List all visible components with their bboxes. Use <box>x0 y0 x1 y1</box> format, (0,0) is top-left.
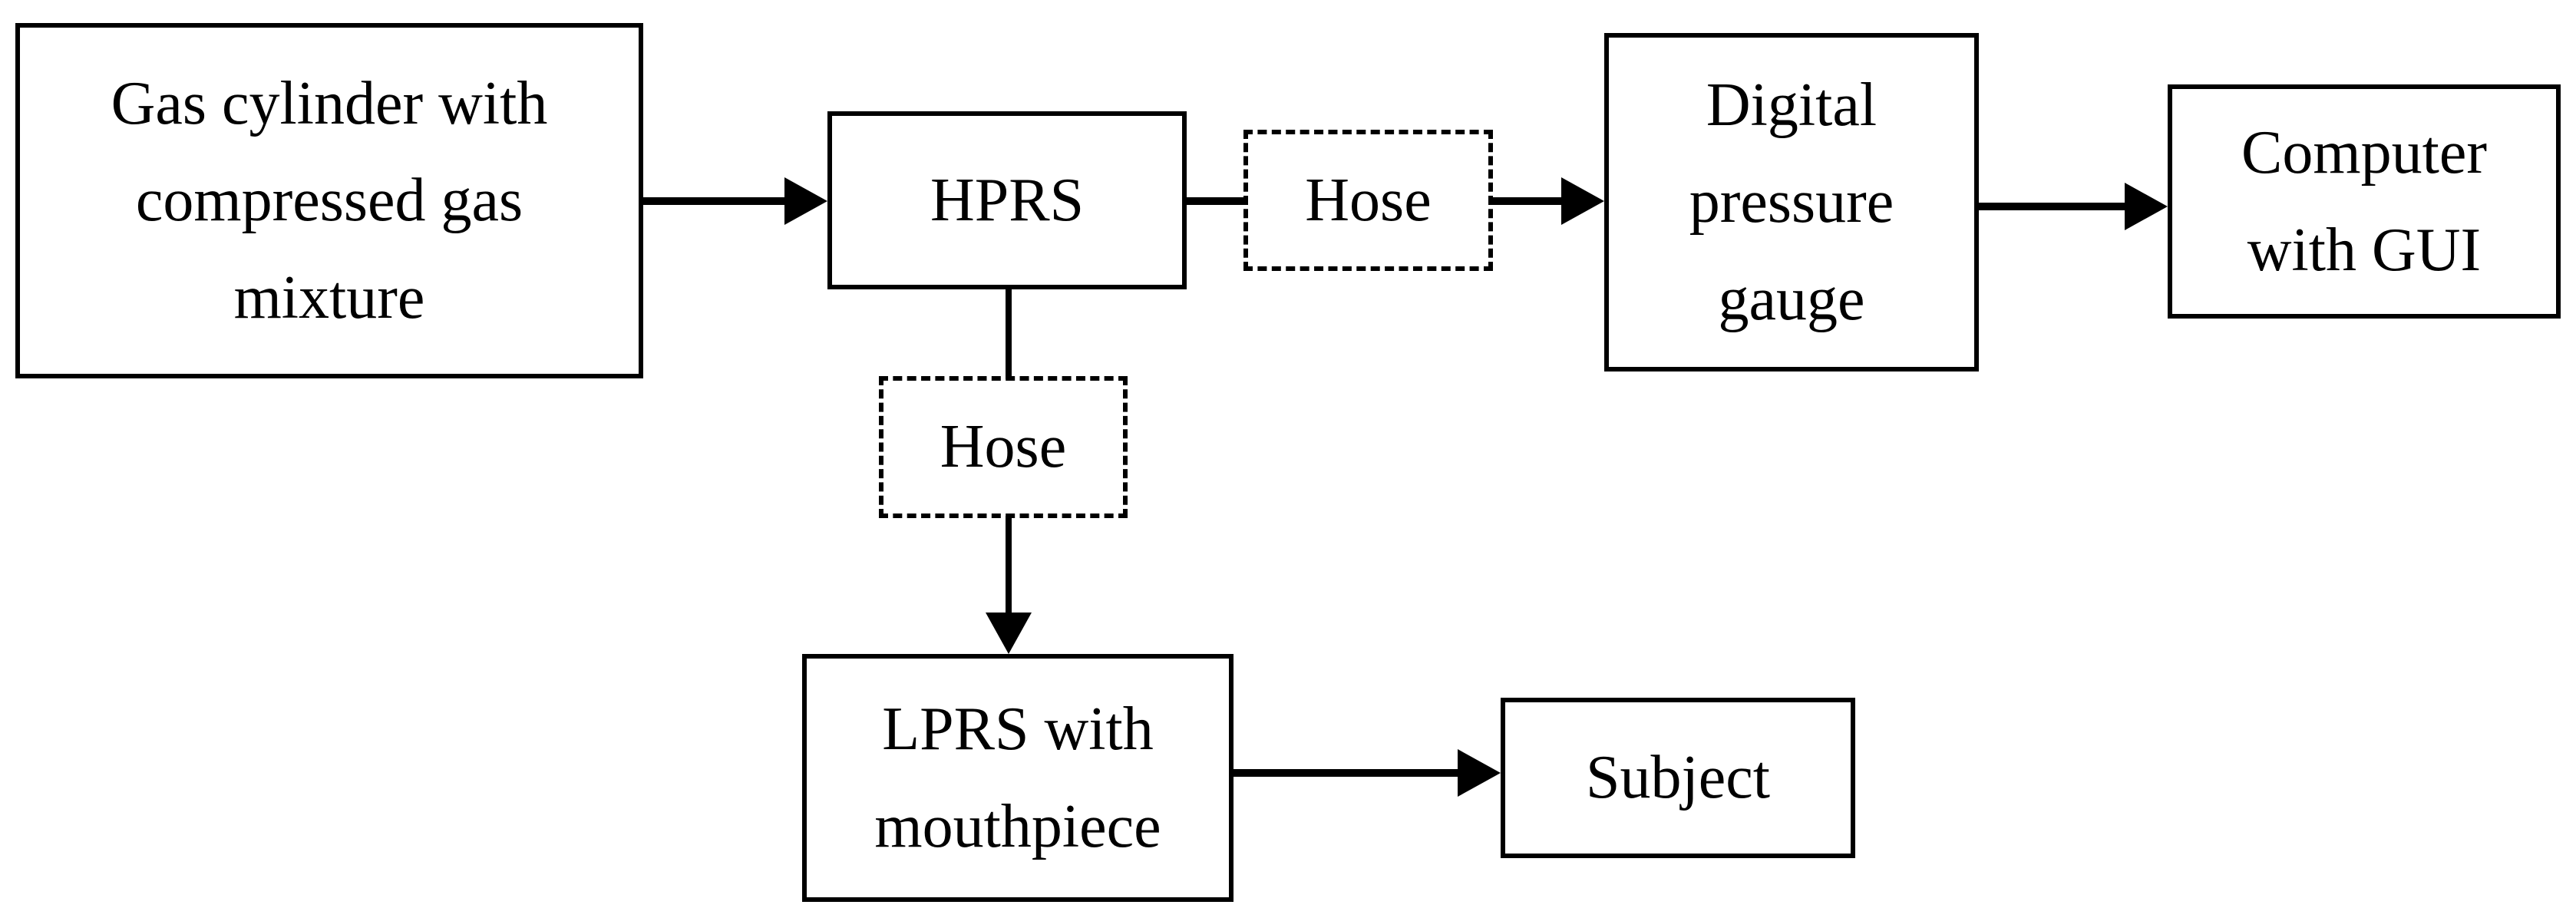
node-hose-lower-label: Hose <box>940 413 1067 481</box>
connector-gas-to-hprs-arrowhead-icon <box>784 177 827 225</box>
node-pressure-gauge-label-line2: pressure <box>1689 168 1894 236</box>
connector-gas-to-hprs-line <box>642 197 788 205</box>
node-lprs: LPRS with mouthpiece <box>802 654 1234 902</box>
node-subject: Subject <box>1501 698 1855 858</box>
connector-hprs-to-hose-upper-line <box>1182 197 1247 205</box>
connector-hose-upper-to-gauge-line <box>1491 197 1567 205</box>
node-gas-cylinder-label-line1: Gas cylinder with <box>111 69 548 137</box>
node-pressure-gauge-label-line1: Digital <box>1706 71 1878 139</box>
connector-lprs-to-subject-arrowhead-icon <box>1458 749 1501 797</box>
node-pressure-gauge: Digital pressure gauge <box>1604 33 1979 371</box>
node-computer: Computer with GUI <box>2168 84 2561 319</box>
node-hose-upper-label: Hose <box>1305 166 1432 234</box>
node-computer-label-line1: Computer <box>2241 119 2487 187</box>
node-hprs-label: HPRS <box>930 166 1085 234</box>
node-lprs-label-line2: mouthpiece <box>874 792 1161 860</box>
node-hprs: HPRS <box>827 111 1187 289</box>
node-lprs-label-line1: LPRS with <box>882 695 1154 764</box>
connector-hprs-to-hose-lower-line <box>1006 287 1012 379</box>
node-hose-upper: Hose <box>1243 130 1493 271</box>
node-computer-label-line2: with GUI <box>2247 216 2482 284</box>
connector-hose-lower-to-lprs-line <box>1006 516 1012 617</box>
connector-gauge-to-computer-line <box>1976 203 2129 210</box>
connector-gauge-to-computer-arrowhead-icon <box>2125 183 2168 230</box>
node-subject-label: Subject <box>1586 744 1770 812</box>
node-gas-cylinder-label-line2: compressed gas <box>135 167 523 235</box>
node-gas-cylinder-label-line3: mixture <box>233 263 425 332</box>
connector-hose-upper-to-gauge-arrowhead-icon <box>1561 177 1604 225</box>
node-pressure-gauge-label-line3: gauge <box>1718 265 1865 333</box>
connector-hose-lower-to-lprs-arrowhead-icon <box>986 613 1032 654</box>
node-hose-lower: Hose <box>879 376 1128 518</box>
connector-lprs-to-subject-line <box>1230 769 1461 777</box>
node-gas-cylinder: Gas cylinder with compressed gas mixture <box>15 23 643 378</box>
